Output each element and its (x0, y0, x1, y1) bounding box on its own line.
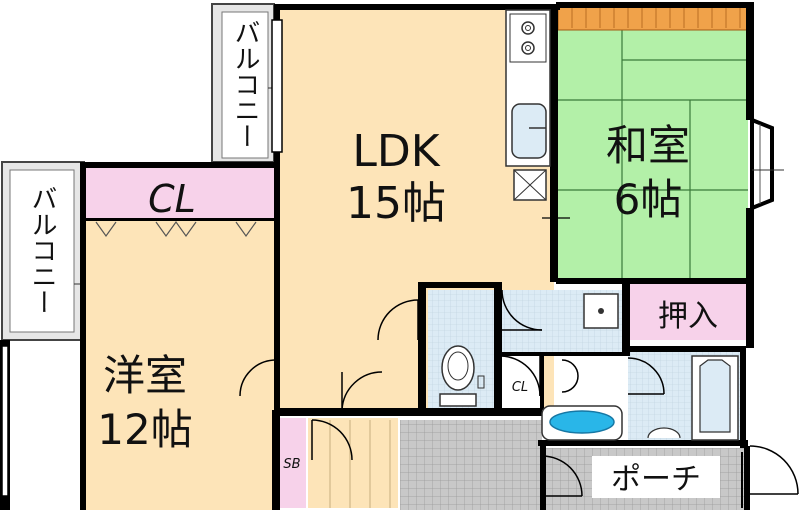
refrigerator-space (513, 169, 547, 201)
washitsu-name: 和室 (606, 121, 690, 170)
shoe-box (278, 418, 306, 508)
shoe-box-label: SB (283, 457, 300, 472)
washitsu-size: 6帖 (614, 175, 683, 224)
oshiire-label: 押入 (658, 299, 718, 334)
window-glazing (1, 19, 283, 497)
ldk-size: 15帖 (346, 178, 446, 229)
closet-small-floor (502, 356, 540, 408)
balcony-lower (1, 161, 90, 341)
youshitsu-name: 洋室 (103, 351, 187, 400)
bay-window (750, 117, 784, 211)
tokonoma (557, 5, 751, 31)
closet-large (84, 168, 274, 220)
closet-doors (95, 220, 257, 238)
ldk-name: LDK (352, 126, 440, 177)
closet-small-label: CL (512, 380, 528, 395)
porch-label-bg (592, 456, 720, 498)
balcony-upper (211, 3, 284, 163)
porch-label: ポーチ (611, 462, 701, 497)
youshitsu-size: 12帖 (97, 405, 192, 454)
balcony-upper-label: バルコニー (230, 19, 260, 149)
kitchen-counter (505, 9, 551, 167)
balcony-lower-label: バルコニー (27, 185, 57, 315)
entry-hall (308, 418, 398, 508)
vanity (647, 355, 739, 441)
washing-machine (583, 293, 619, 329)
bathtub (541, 405, 623, 441)
closet-large-label: CL (148, 177, 196, 221)
oshiire (628, 284, 748, 340)
tatami-room (558, 10, 748, 280)
youshitsu-floor (84, 220, 276, 510)
toilet (439, 345, 485, 407)
doors (239, 289, 799, 497)
tatami-mats (558, 30, 748, 280)
